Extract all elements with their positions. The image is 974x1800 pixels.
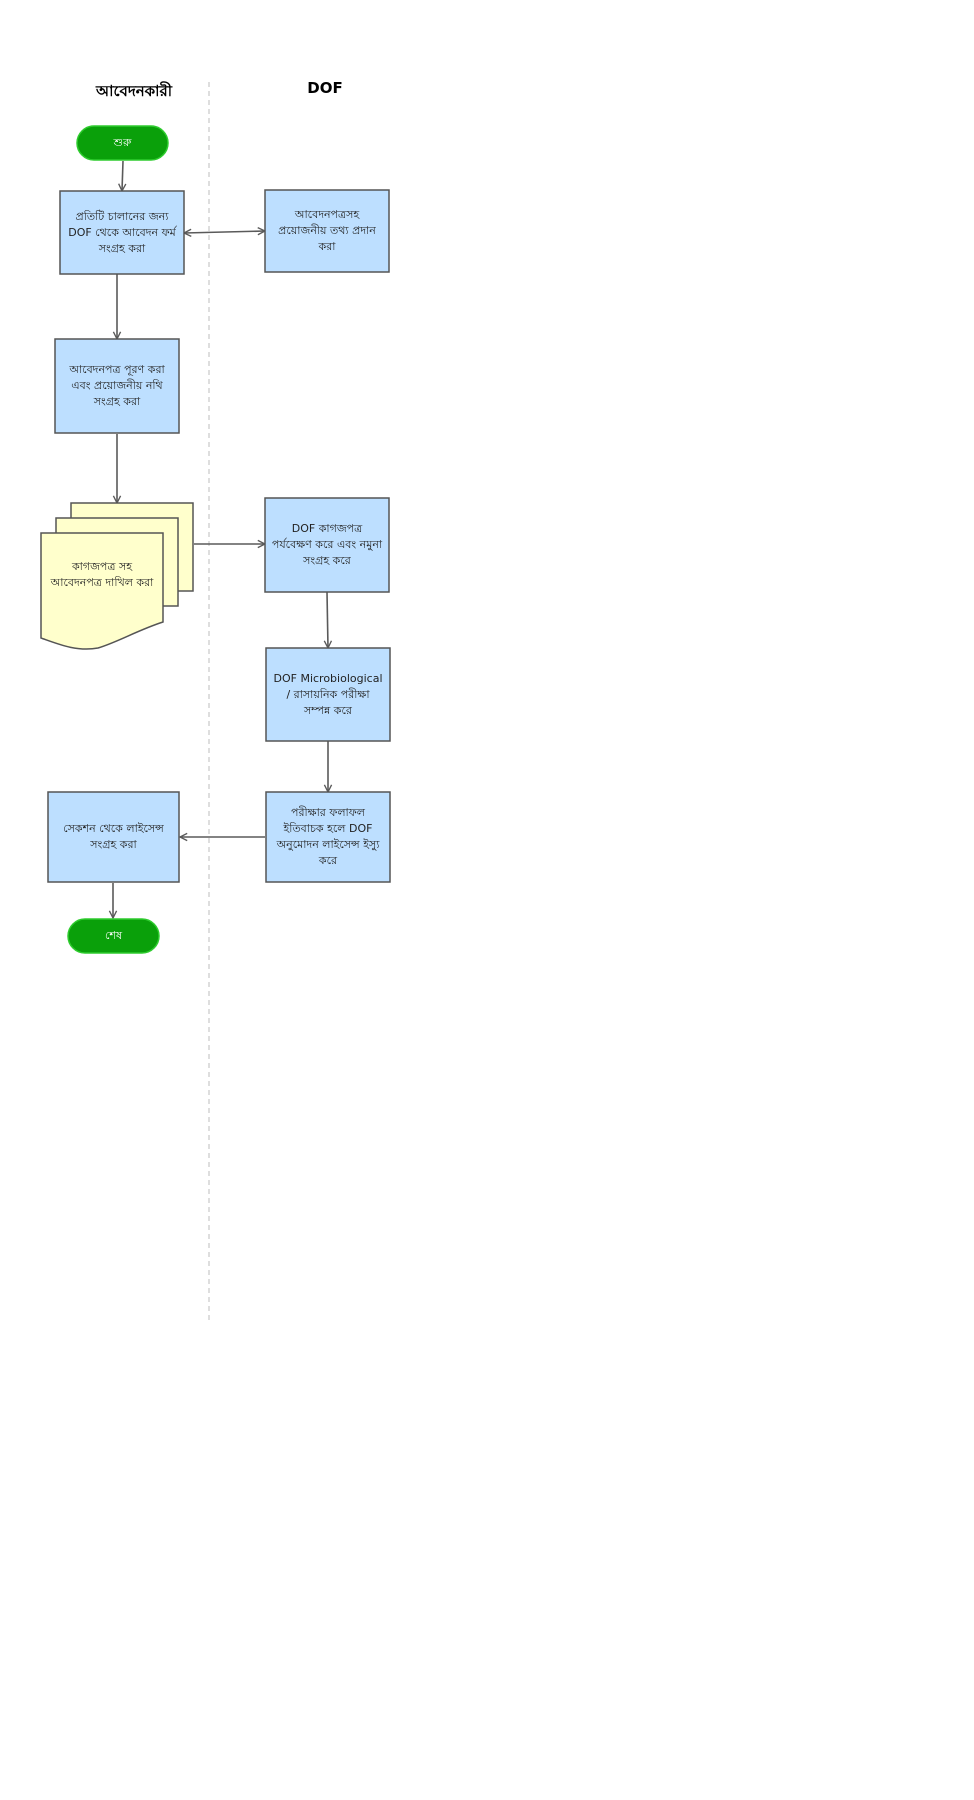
start-terminal-label: শুরু [113,136,132,149]
connector-collect-provide [184,231,265,233]
fill-form-label: আবেদনপত্র পূরণ করা এবং প্রয়োজনীয় নথি স… [69,363,165,408]
review-sample-label: DOF কাগজপত্র পর্যবেক্ষণ করে এবং নমুনা সং… [271,522,383,567]
submit-docs-shape[interactable] [40,502,194,650]
start-terminal-shape[interactable] [76,125,169,161]
issue-license-box[interactable] [265,791,391,883]
connector-review-to-lab [327,591,328,648]
end-terminal-label: শেষ [104,929,123,942]
submit-docs-label: কাগজপত্র সহ আবেদনপত্র দাখিল করা [50,560,154,589]
collect-license-box[interactable] [47,791,180,883]
provide-form-box[interactable] [264,189,390,273]
collect-form-box[interactable] [59,190,185,275]
lab-test-box[interactable] [265,647,391,742]
review-sample-box[interactable] [264,497,390,593]
collect-form-label: প্রতিটি চালানের জন্য DOF থেকে আবেদন ফর্ম… [68,209,176,255]
connectors [113,160,328,918]
provide-form-label: আবেদনপত্রসহ প্রয়োজনীয় তথ্য প্রদান করা [278,208,376,253]
connector-start-to-collect [122,160,123,191]
fill-form-box[interactable] [54,338,180,434]
lab-test-label: DOF Microbiological / রাসায়নিক পরীক্ষা … [273,671,383,717]
lane-title-applicant: আবেদনকারী [95,81,173,100]
end-terminal-shape[interactable] [67,918,160,954]
issue-license-label: পরীক্ষার ফলাফল ইতিবাচক হলে DOF অনুমোদন ল… [276,806,380,867]
submit-docs-front-sheet [40,532,164,650]
lane-title-dof: DOF [307,79,342,97]
collect-license-label: সেকশন থেকে লাইসেন্স সংগ্রহ করা [63,822,164,851]
